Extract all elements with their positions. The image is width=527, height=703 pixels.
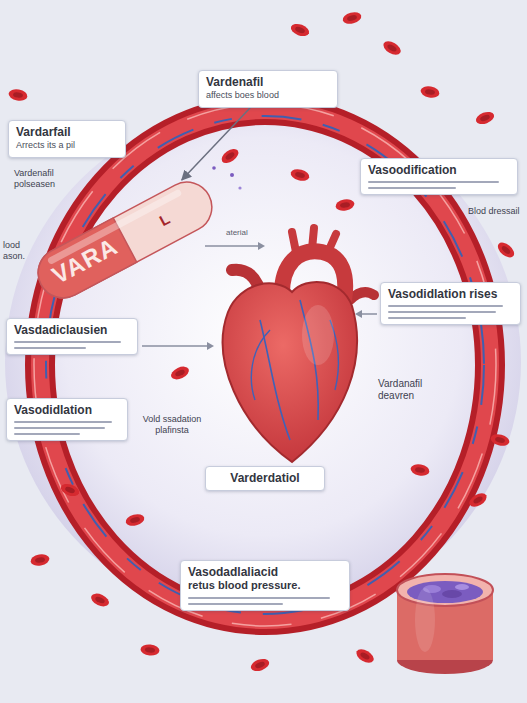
text-placeholder [368,181,499,183]
text-placeholder [14,347,86,349]
blood-cell [381,38,403,57]
callout-box: Vasodadlaliacidretus blood pressure. [180,560,350,611]
blood-cell [59,482,81,499]
drug-label: Vardenafil polseasen [14,168,74,190]
flow-arrow [205,245,258,247]
blood-cell [169,364,191,382]
coronary-vein [251,330,270,400]
box-heading: Vasdadiclausien [14,323,130,337]
callout-box: VardarfailArrects its a pil [8,120,126,158]
blood-cell [89,591,111,609]
text-placeholder [388,311,496,313]
blood-cell [289,22,311,39]
box-body: affects boes blood [206,90,330,101]
text-placeholder [14,341,121,343]
blood-cell [219,146,241,166]
pill-shape [25,180,225,300]
blood-cell [30,553,51,567]
particle [212,166,216,170]
blood-cell [341,10,362,26]
cell-cluster [442,590,462,598]
particle [230,173,234,177]
text-placeholder [188,597,330,599]
callout-box: Vardenafilaffects boes blood [198,70,338,108]
blood-cell [8,88,29,102]
pill-body [29,218,136,300]
box-heading: Vasodadlaliacid [188,565,342,579]
text-placeholder [388,317,466,319]
blood-cell [354,646,376,665]
blood-cell [489,432,510,448]
note-label: Blod dressail [468,206,522,217]
blood-vessel-ring [40,110,490,620]
blood-cell [335,198,356,212]
text-placeholder [368,187,456,189]
vessel-cup-top [397,574,493,606]
blood-cell [289,167,310,183]
text-placeholder [14,433,80,435]
cell-cluster [455,584,469,590]
particle [238,186,241,189]
blood-cell [467,490,489,509]
note-label: Vardanafil deavren [378,378,450,402]
box-heading: Vasodidlation rises [388,287,513,301]
blood-cell [124,512,145,528]
cup-highlight [415,588,435,652]
text-placeholder [14,427,105,429]
backdrop-circle [5,104,521,620]
vena-cava [350,292,374,300]
callout-box: Vasodidlation rises [380,282,521,325]
box-heading: Vardarfail [16,125,118,139]
pill-cap [29,180,220,300]
blood-cell [410,463,431,477]
box-heading: Vardenafil [206,75,330,89]
arrow-head [207,342,214,350]
caption-box: Varderdatiol [205,466,325,491]
blood-cell [495,240,517,261]
text-placeholder [188,603,283,605]
vessel-lumen [40,110,490,620]
blood-cell [420,85,441,99]
callout-box: Vasodidlation [6,398,128,441]
flow-arrow [142,345,207,347]
note-label: lood ason. [3,240,35,262]
callout-box: Vasoodification [360,158,518,195]
text-placeholder [14,421,112,423]
box-heading: Vasoodification [368,163,510,177]
box-heading: Varderdatiol [213,471,317,485]
arrow-head [355,310,362,318]
text-placeholder [388,305,503,307]
note-label: Vold ssadation plafinsta [140,414,204,436]
box-body: Arrects its a pil [16,140,118,151]
box-body: retus blood pressure. [188,579,342,592]
connector-arrow [182,108,250,180]
heart [223,282,357,462]
pill-capsule: VARA [25,180,225,300]
arrow-head [258,242,265,250]
coronary-vein [260,320,290,440]
blood-cell [474,110,496,127]
blood-cell [140,644,160,657]
flow-arrow [362,313,377,315]
blood-cell [249,657,271,674]
callout-box: Vasdadiclausien [6,318,138,355]
flow-label: aterial [226,228,248,238]
box-heading: Vasodidlation [14,403,120,417]
heart-highlight [302,305,334,365]
